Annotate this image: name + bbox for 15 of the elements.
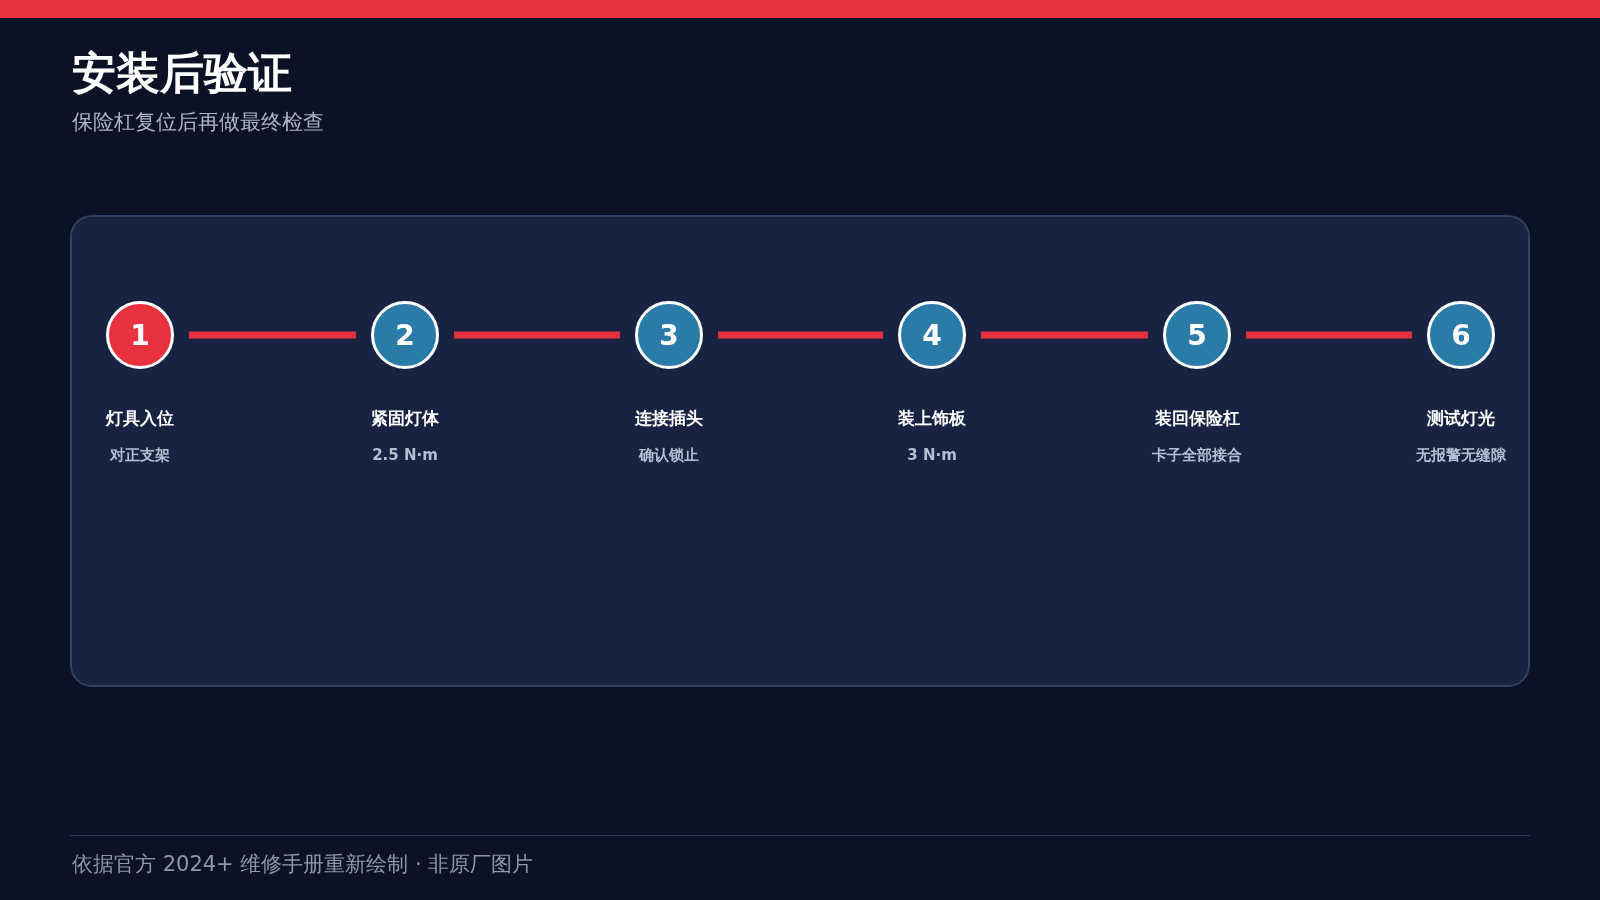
subtitle: 保险杠复位后再做最终检查 [72,109,324,136]
step-title: 紧固灯体 [371,407,439,430]
page-title: 安装后验证 [72,46,292,100]
step-title: 连接插头 [635,407,703,430]
step-title: 装上饰板 [898,407,966,430]
step-title: 测试灯光 [1427,407,1495,430]
step-title: 装回保险杠 [1154,407,1240,430]
step-note: 无报警无缝隙 [1416,446,1506,465]
step-note: 2.5 N·m [372,446,438,464]
footer-note: 依据官方 2024+ 维修手册重新绘制 · 非原厂图片 [72,851,534,878]
step-title: 灯具入位 [106,407,174,430]
step-note: 确认锁止 [639,446,699,465]
step-note: 对正支架 [110,446,170,465]
step-note: 卡子全部接合 [1152,446,1242,465]
step-note: 3 N·m [907,446,957,464]
